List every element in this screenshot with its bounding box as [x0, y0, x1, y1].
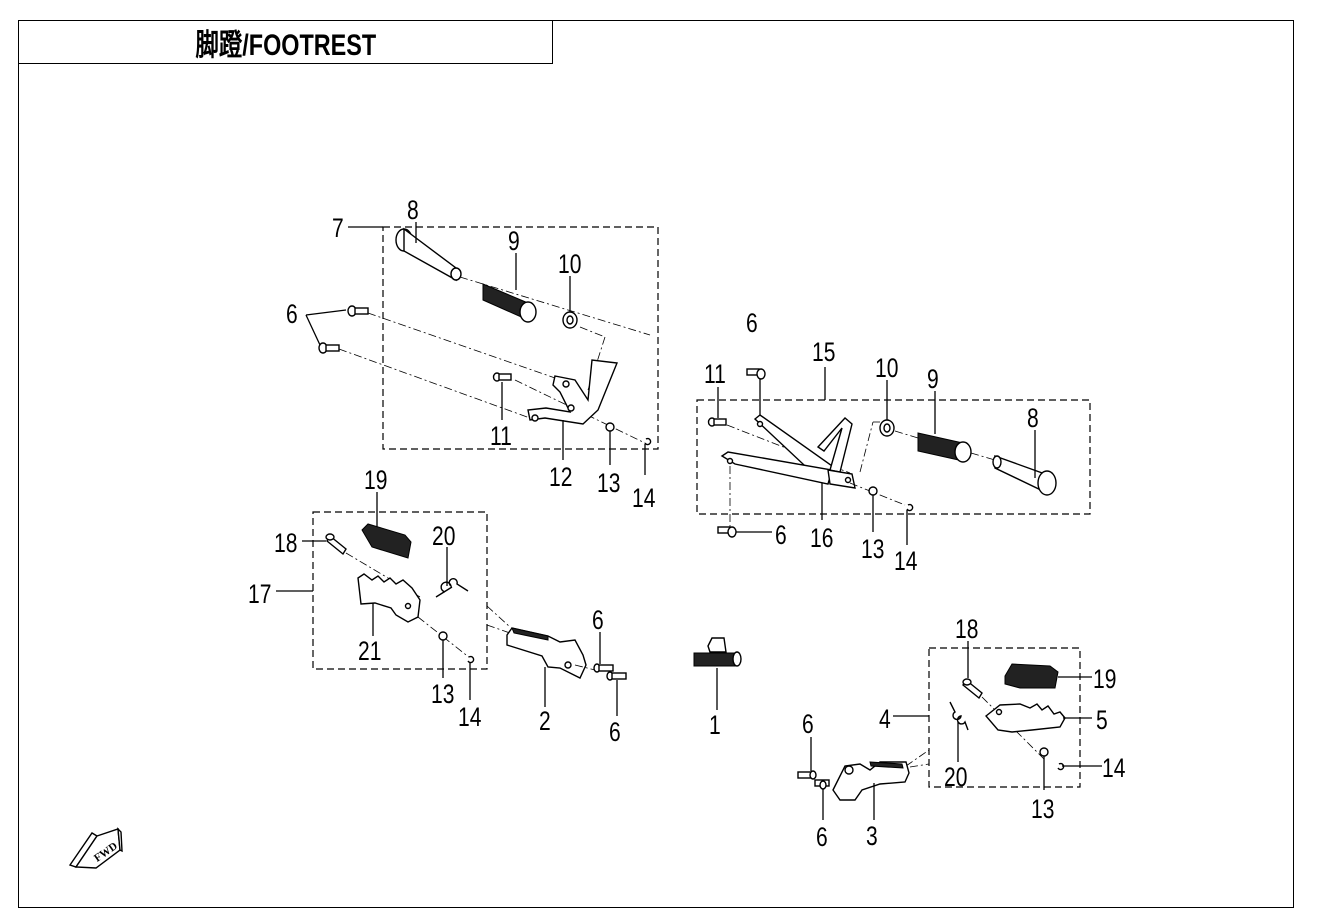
callout-6: 6	[746, 309, 758, 339]
clip-part-14	[1057, 762, 1065, 771]
callout-20: 20	[432, 522, 455, 552]
footpeg-assembly-part-1	[693, 637, 742, 667]
callout-6: 6	[816, 823, 828, 853]
footpeg-pin-part-8	[992, 455, 1057, 496]
clip-part-14	[467, 655, 475, 664]
callout-6: 6	[286, 300, 298, 330]
callout-10: 10	[875, 354, 898, 384]
callout-15: 15	[812, 338, 835, 368]
callout-6: 6	[802, 710, 814, 740]
bolt-part-6	[593, 663, 627, 681]
footrest-bracket-part-12	[527, 359, 618, 425]
callout-13: 13	[1031, 795, 1054, 825]
pin-part-11	[707, 417, 727, 427]
bolt-part-6	[318, 305, 369, 354]
callout-14: 14	[632, 484, 655, 514]
footpeg-body-part-5	[984, 703, 1066, 733]
drawing-frame	[18, 20, 1294, 908]
callout-2: 2	[539, 707, 551, 737]
clip-part-14	[906, 503, 914, 512]
footpeg-body-part-21	[357, 573, 421, 623]
callout-17: 17	[248, 580, 271, 610]
washer-part-13	[1039, 747, 1049, 757]
pin-part-11	[492, 372, 512, 382]
callout-11: 11	[490, 422, 512, 452]
callout-5: 5	[1096, 706, 1108, 736]
callout-9: 9	[927, 365, 939, 395]
callout-14: 14	[1102, 754, 1125, 784]
callout-16: 16	[810, 524, 833, 554]
bolt-part-6	[797, 770, 830, 790]
footpeg-pad-part-19	[361, 523, 412, 559]
callout-12: 12	[549, 463, 572, 493]
footpeg-rubber-part-9	[917, 432, 972, 463]
callout-20: 20	[944, 763, 967, 793]
spring-part-20	[949, 701, 969, 731]
callout-13: 13	[597, 469, 620, 499]
callout-18: 18	[955, 615, 978, 645]
pin-part-18	[962, 678, 983, 700]
bolt-part-6	[717, 368, 766, 538]
callout-8: 8	[1027, 404, 1039, 434]
callout-19: 19	[364, 466, 387, 496]
callout-8: 8	[407, 196, 419, 226]
callout-13: 13	[861, 535, 884, 565]
title-box: 脚蹬/FOOTREST	[18, 20, 553, 64]
footpeg-mount-part-3	[832, 761, 910, 801]
washer-part-13	[605, 422, 615, 432]
footpeg-pin-part-8	[395, 227, 462, 282]
forward-arrow-icon: FWD	[68, 827, 123, 869]
washer-part-13	[438, 631, 448, 641]
callout-14: 14	[458, 703, 481, 733]
footpeg-mount-part-2	[506, 627, 587, 679]
callout-6: 6	[775, 521, 787, 551]
footrest-bracket-part-16	[720, 414, 856, 489]
callout-14: 14	[894, 547, 917, 577]
callout-6: 6	[609, 718, 621, 748]
callout-1: 1	[709, 711, 721, 741]
callout-13: 13	[431, 680, 454, 710]
callout-3: 3	[866, 822, 878, 852]
callout-9: 9	[508, 227, 520, 257]
assembly-box-15	[696, 399, 1091, 515]
callout-19: 19	[1093, 665, 1116, 695]
assembly-box-7	[382, 226, 659, 450]
callout-21: 21	[358, 637, 381, 667]
callout-6: 6	[592, 606, 604, 636]
callout-4: 4	[879, 705, 891, 735]
callout-10: 10	[558, 250, 581, 280]
footpeg-pad-part-19	[1004, 663, 1059, 689]
clip-part-14	[644, 437, 652, 446]
callout-11: 11	[704, 360, 726, 390]
pin-part-18	[325, 533, 347, 556]
footpeg-rubber-part-9	[482, 283, 537, 323]
page-title: 脚蹬/FOOTREST	[195, 29, 376, 62]
callout-7: 7	[332, 214, 344, 244]
spring-part-20	[435, 578, 469, 598]
callout-18: 18	[274, 529, 297, 559]
washer-part-13	[868, 486, 878, 496]
